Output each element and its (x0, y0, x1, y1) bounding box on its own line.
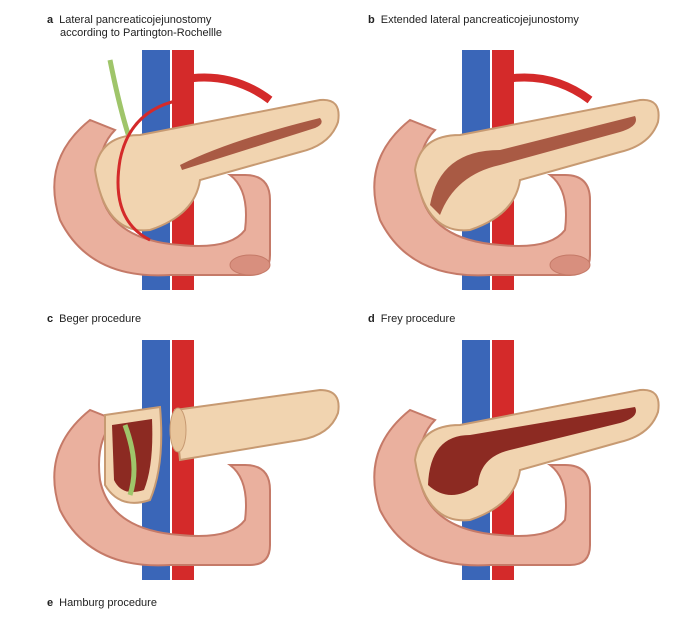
panel-d-illustration (350, 335, 670, 580)
panel-a-caption: a Lateral pancreaticojejunostomy accordin… (47, 14, 222, 40)
panel-d-caption: d Frey procedure (368, 313, 455, 326)
panel-a-anatomy (53, 50, 340, 290)
coring-and-duct-opening (428, 407, 636, 495)
panel-b-anatomy (373, 50, 660, 290)
arterial-arcade (116, 98, 181, 242)
panel-d-anatomy (373, 340, 660, 580)
panel-c-caption: c Beger procedure (47, 313, 141, 326)
pancreas (93, 98, 340, 232)
bile-duct (107, 59, 133, 141)
panel-a-letter: a (47, 14, 54, 26)
duodenum (53, 408, 271, 567)
panel-e-caption: e Hamburg procedure (47, 597, 157, 610)
panel-c-letter: c (47, 313, 54, 325)
panel-a-title-line1: Lateral pancreaticojejunostomy (59, 14, 212, 26)
bile-duct (122, 424, 137, 496)
jejunum-end (229, 254, 271, 276)
panel-e-letter: e (47, 597, 54, 609)
extended-duct-opening (430, 116, 636, 215)
panel-d-letter: d (368, 313, 375, 325)
panel-b-illustration (350, 40, 670, 290)
transection-surface (169, 407, 187, 453)
panel-a-illustration (30, 40, 350, 290)
pancreatic-duct-opening (180, 118, 322, 170)
splenic-artery (179, 73, 273, 104)
panel-b-letter: b (368, 14, 375, 26)
panel-b-caption: b Extended lateral pancreaticojejunostomy (368, 14, 579, 27)
panel-b-title-line1: Extended lateral pancreaticojejunostomy (380, 14, 579, 26)
panel-a-title-line2: according to Partington-Rochellle (60, 27, 223, 39)
panel-c-illustration (30, 335, 350, 580)
jejunum-end (549, 254, 591, 276)
pancreatic-body-tail (173, 388, 340, 462)
panel-c-anatomy (53, 340, 340, 580)
panel-d-title-line1: Frey procedure (380, 313, 456, 325)
splenic-artery (499, 73, 593, 104)
panel-e-title-line1: Hamburg procedure (59, 597, 157, 609)
panel-c-title-line1: Beger procedure (59, 313, 142, 325)
